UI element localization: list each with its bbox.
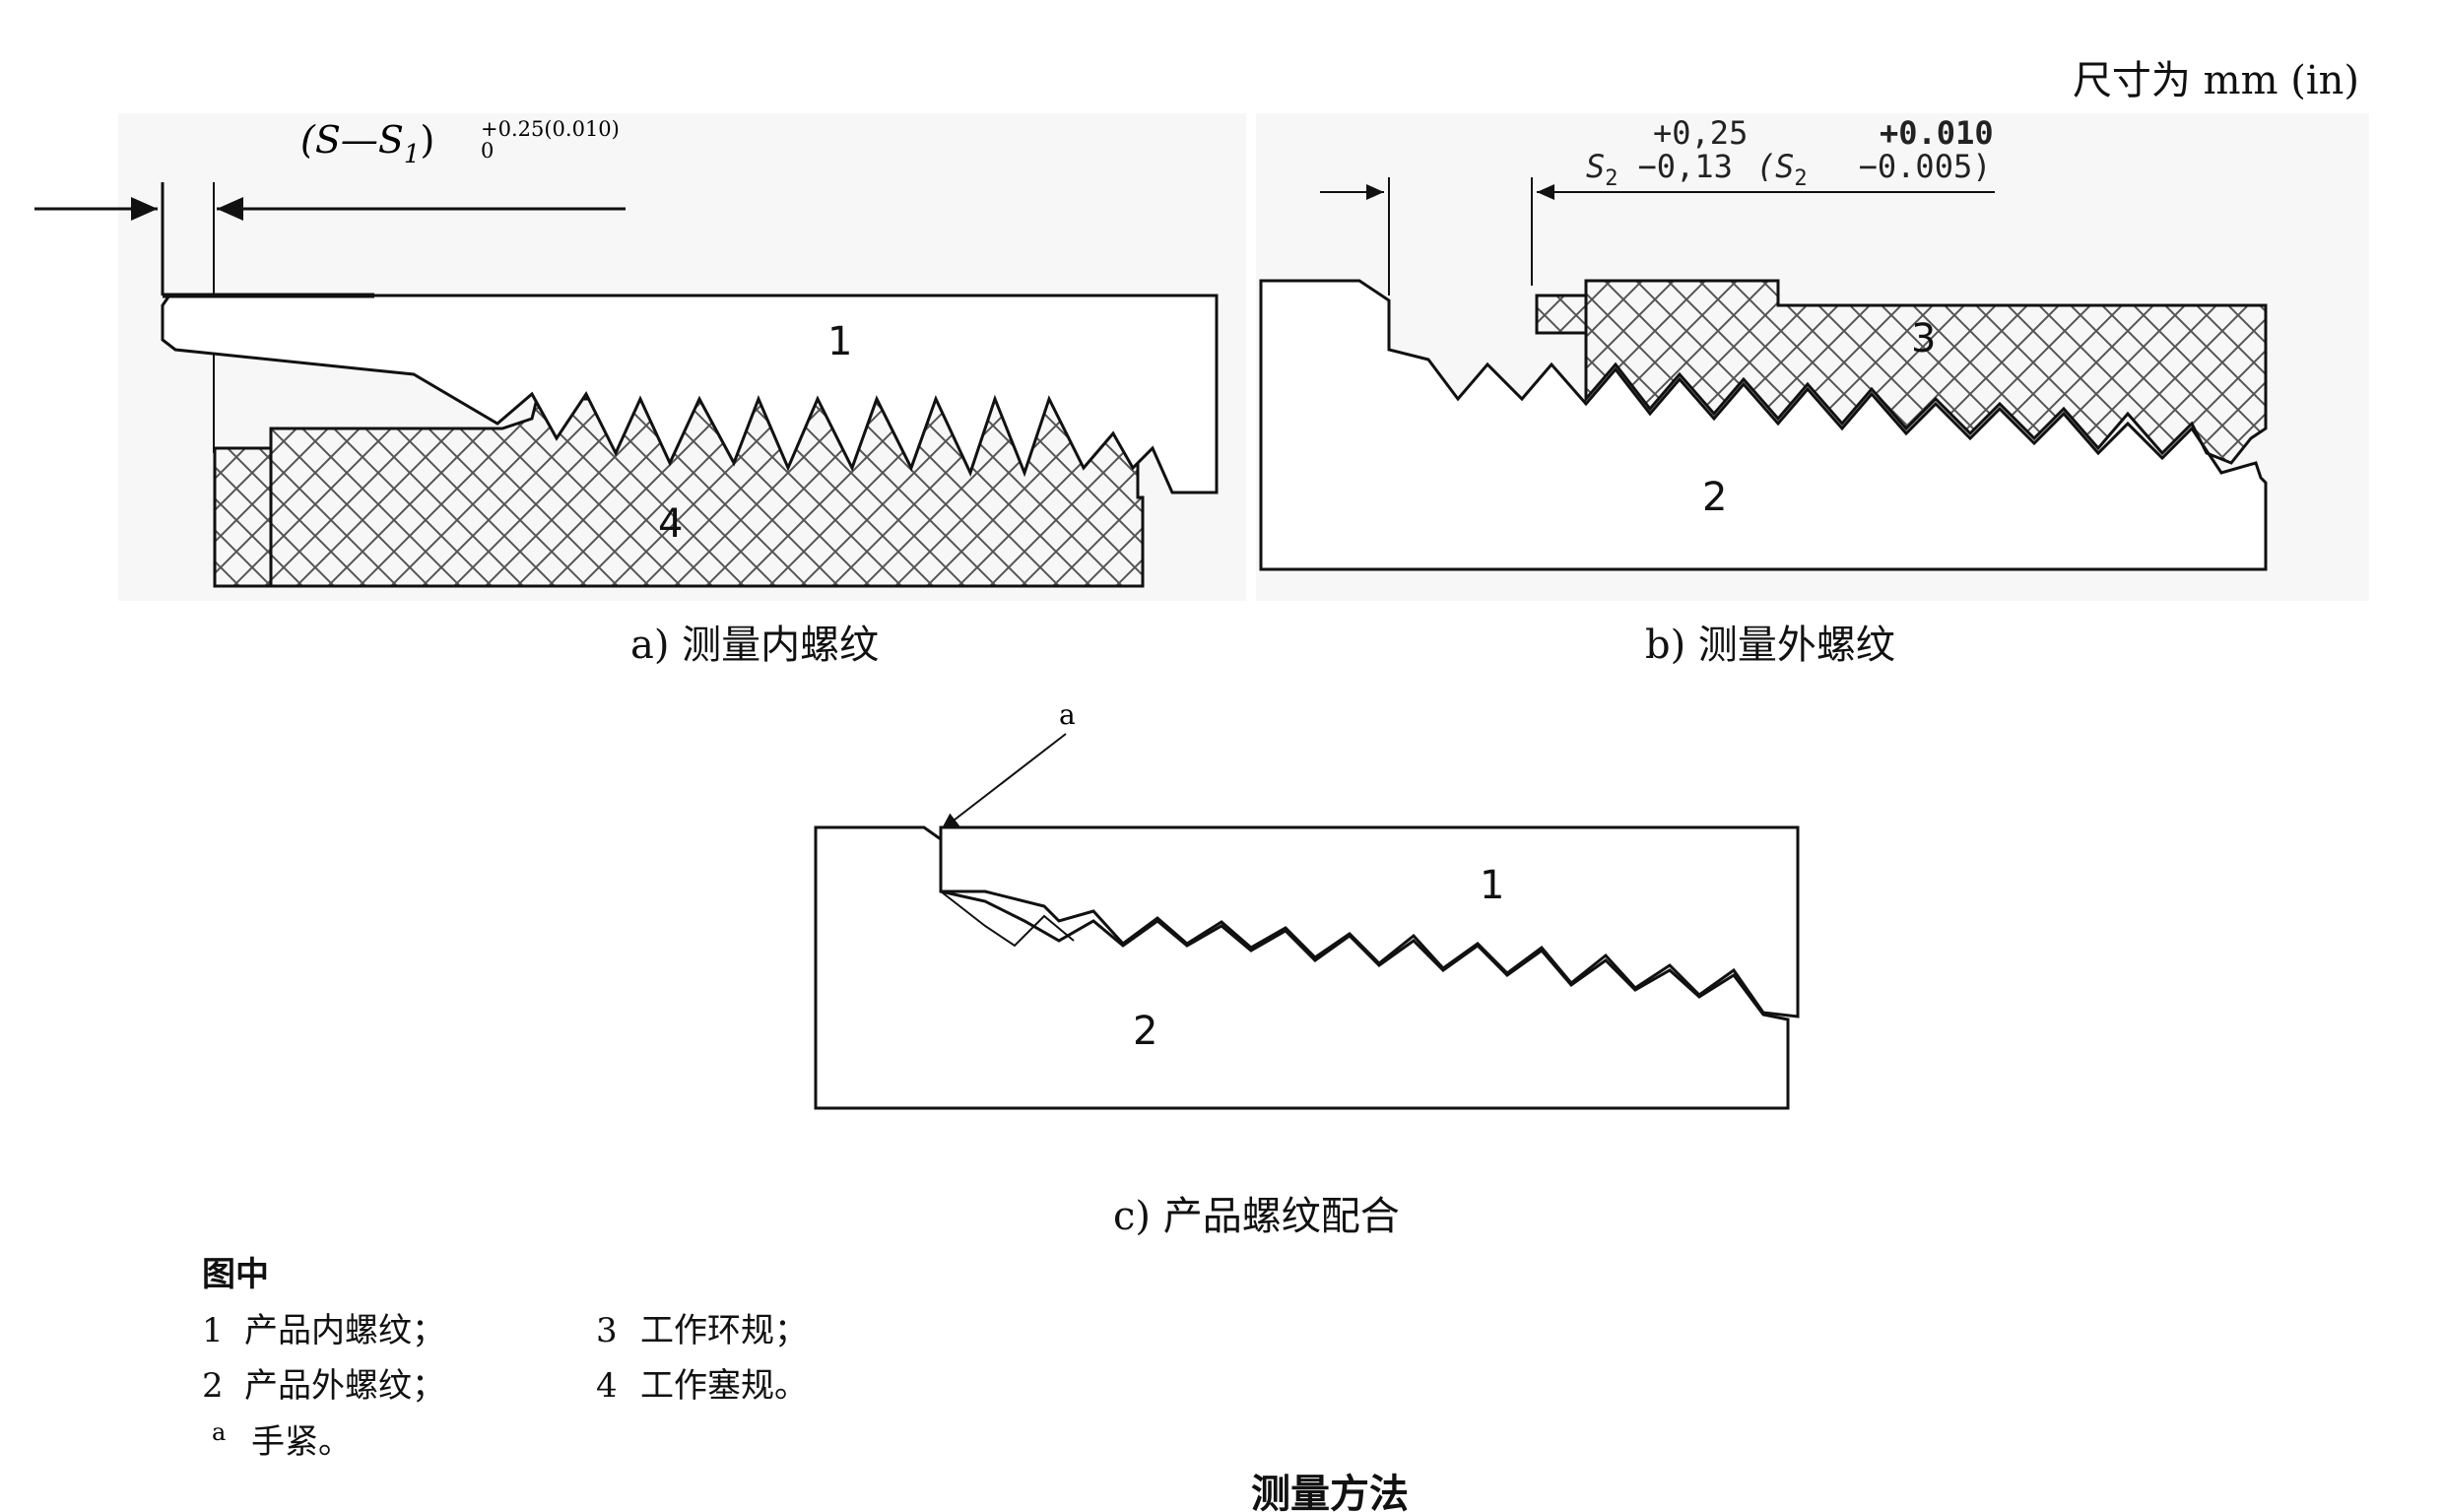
panel-c-thread-detail xyxy=(940,890,1075,948)
legend-item-num-1: 1 xyxy=(202,1311,224,1350)
panel-a-dimension: (S—S1) xyxy=(300,118,434,169)
panel-a-label-4: 4 xyxy=(658,501,683,547)
panel-a-caption: a) 测量内螺纹 xyxy=(630,623,879,668)
legend-note-marker: a xyxy=(212,1418,226,1446)
panel-c-marker: a xyxy=(1059,698,1076,731)
panel-b-tol-row1-inch: +0.010 xyxy=(1880,114,1994,152)
legend-item-num-3: 3 xyxy=(596,1311,618,1350)
panel-c-internal-part xyxy=(939,825,1800,1019)
legend-item-text-1: 产品内螺纹； xyxy=(244,1311,445,1350)
panel-a: (S—S1) +0.25(0.010) 0 1 4 a) 测量内螺纹 xyxy=(34,113,1246,668)
panel-b-label-3: 3 xyxy=(1911,316,1936,362)
panel-b-caption: b) 测量外螺纹 xyxy=(1645,623,1895,668)
legend-heading: 图中 xyxy=(202,1255,269,1294)
legend-item-num-4: 4 xyxy=(596,1366,618,1406)
ring-gauge-tab xyxy=(1535,294,1588,335)
internal-thread-part xyxy=(161,294,1219,494)
panel-c: a 1 2 c) 产品螺纹配合 xyxy=(814,698,1800,1239)
panel-c-leader-arrow xyxy=(940,733,1067,831)
panel-a-tolerance-lower: 0 xyxy=(481,139,494,163)
panel-b-tol-row1-metric: +0,25 xyxy=(1653,114,1748,152)
panel-c-external-part xyxy=(814,825,1790,1110)
panel-c-label-2: 2 xyxy=(1133,1009,1157,1054)
units-note: 尺寸为 mm (in) xyxy=(2073,58,2359,103)
legend-note-text: 手紧。 xyxy=(251,1422,352,1462)
panel-b: +0,25 +0.010 S2−0,13(S2−0.005) 3 2 b) 测量… xyxy=(1256,113,2369,668)
ring-gauge-body xyxy=(1584,279,2268,465)
legend: 图中 1 产品内螺纹； 3 工作环规； 2 产品外螺纹； 4 工作塞规。 a 手… xyxy=(202,1255,808,1462)
panel-b-tol-row2: S2−0,13(S2−0.005) xyxy=(1586,148,1991,191)
panel-c-caption: c) 产品螺纹配合 xyxy=(1113,1194,1400,1239)
panel-a-tolerance-upper: +0.25(0.010) xyxy=(481,117,620,141)
legend-item-text-4: 工作塞规。 xyxy=(640,1366,808,1406)
figure-title: 测量方法 xyxy=(1251,1471,1409,1512)
legend-item-text-3: 工作环规； xyxy=(640,1311,808,1350)
legend-item-text-2: 产品外螺纹； xyxy=(244,1366,445,1406)
legend-item-num-2: 2 xyxy=(202,1366,224,1406)
panel-c-label-1: 1 xyxy=(1480,863,1504,908)
external-thread-part xyxy=(1259,279,2268,571)
panel-a-label-1: 1 xyxy=(827,319,852,364)
panel-b-label-2: 2 xyxy=(1702,475,1727,520)
